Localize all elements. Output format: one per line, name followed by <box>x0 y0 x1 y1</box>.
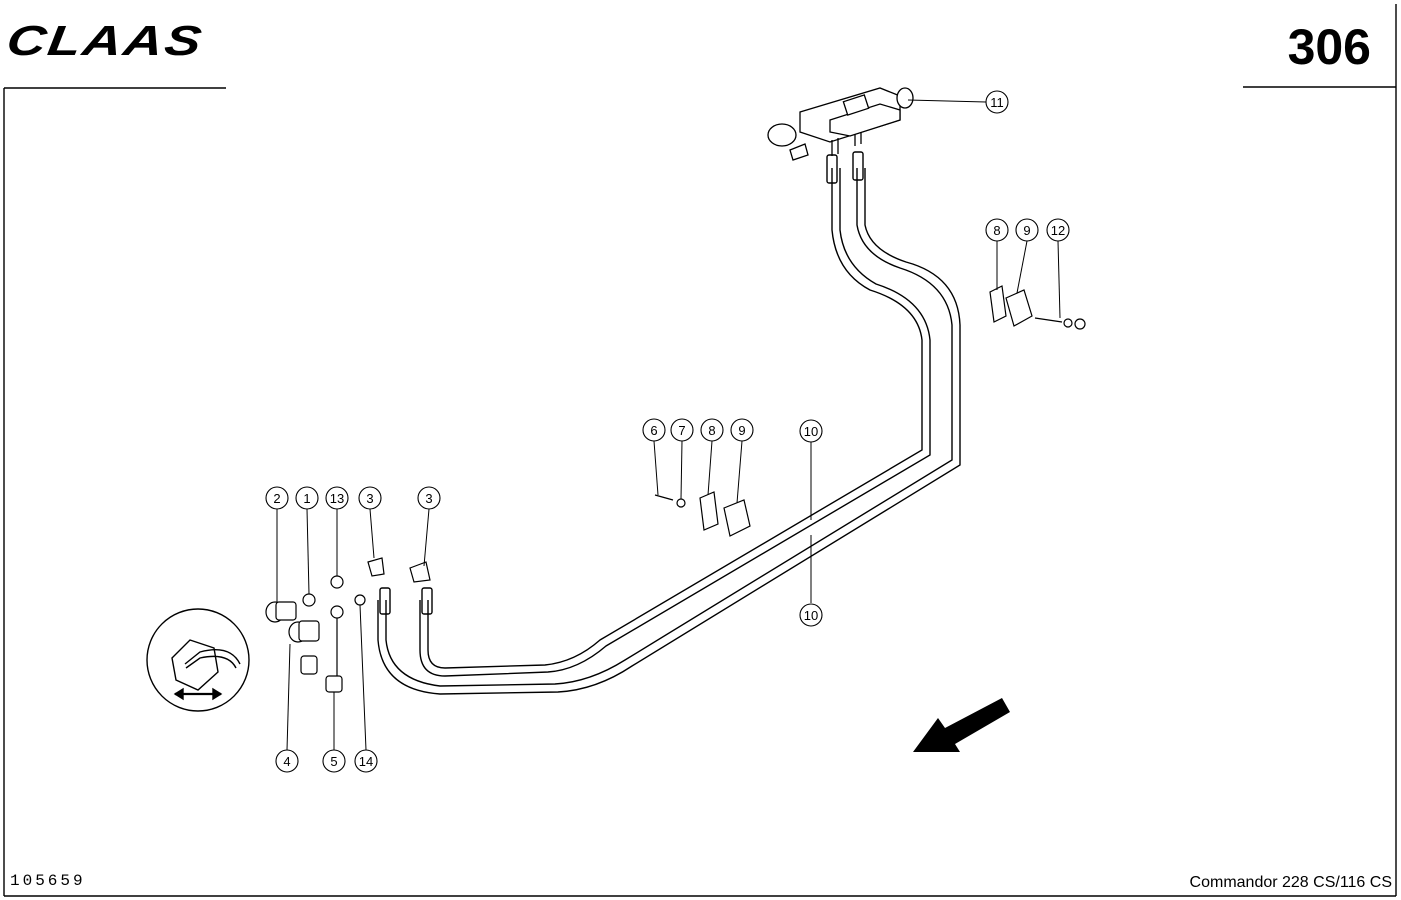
hydraulic-hoses <box>377 151 961 695</box>
leader-lines <box>276 99 1061 751</box>
callout-11: 11 <box>985 90 1009 114</box>
svg-text:10: 10 <box>804 608 818 623</box>
svg-text:5: 5 <box>330 754 337 769</box>
callout-8-middle: 8 <box>700 418 724 442</box>
document-number: 105659 <box>10 872 86 890</box>
svg-text:9: 9 <box>738 423 745 438</box>
svg-text:14: 14 <box>359 754 373 769</box>
callout-6: 6 <box>642 418 666 442</box>
svg-text:7: 7 <box>678 423 685 438</box>
svg-text:1: 1 <box>303 491 310 506</box>
svg-text:8: 8 <box>993 223 1000 238</box>
model-name: Commandor 228 CS/116 CS <box>1189 874 1392 891</box>
callout-8-upper: 8 <box>985 218 1009 242</box>
callout-9-upper: 9 <box>1015 218 1039 242</box>
callout-12: 12 <box>1046 218 1070 242</box>
callout-14: 14 <box>354 749 378 773</box>
svg-text:4: 4 <box>283 754 290 769</box>
svg-text:13: 13 <box>330 491 344 506</box>
callout-10-upper: 10 <box>799 419 823 443</box>
callouts: 11 8 9 12 6 7 8 9 10 10 2 1 13 3 3 4 5 1… <box>265 90 1070 773</box>
svg-text:3: 3 <box>366 491 373 506</box>
svg-text:8: 8 <box>708 423 715 438</box>
hose-clamp-set-upper <box>989 285 1086 330</box>
callout-3-left: 3 <box>358 486 382 510</box>
callout-10-lower: 10 <box>799 603 823 627</box>
svg-text:11: 11 <box>990 95 1004 110</box>
hose-length-symbol-icon <box>146 608 250 712</box>
fittings-group <box>265 557 431 693</box>
hose-clamp-set-middle <box>654 491 751 537</box>
svg-text:10: 10 <box>804 424 818 439</box>
callout-13: 13 <box>325 486 349 510</box>
svg-text:6: 6 <box>650 423 657 438</box>
control-valve <box>767 87 914 161</box>
svg-text:3: 3 <box>425 491 432 506</box>
direction-arrow-icon <box>913 698 1010 752</box>
callout-9-middle: 9 <box>730 418 754 442</box>
sheet-border <box>3 4 1397 897</box>
callout-4: 4 <box>275 749 299 773</box>
callout-1: 1 <box>295 486 319 510</box>
svg-text:2: 2 <box>273 491 280 506</box>
callout-7: 7 <box>670 418 694 442</box>
callout-5: 5 <box>322 749 346 773</box>
svg-text:9: 9 <box>1023 223 1030 238</box>
callout-3-right: 3 <box>417 486 441 510</box>
svg-text:12: 12 <box>1051 223 1065 238</box>
page-number: 306 <box>1287 19 1371 75</box>
callout-2: 2 <box>265 486 289 510</box>
